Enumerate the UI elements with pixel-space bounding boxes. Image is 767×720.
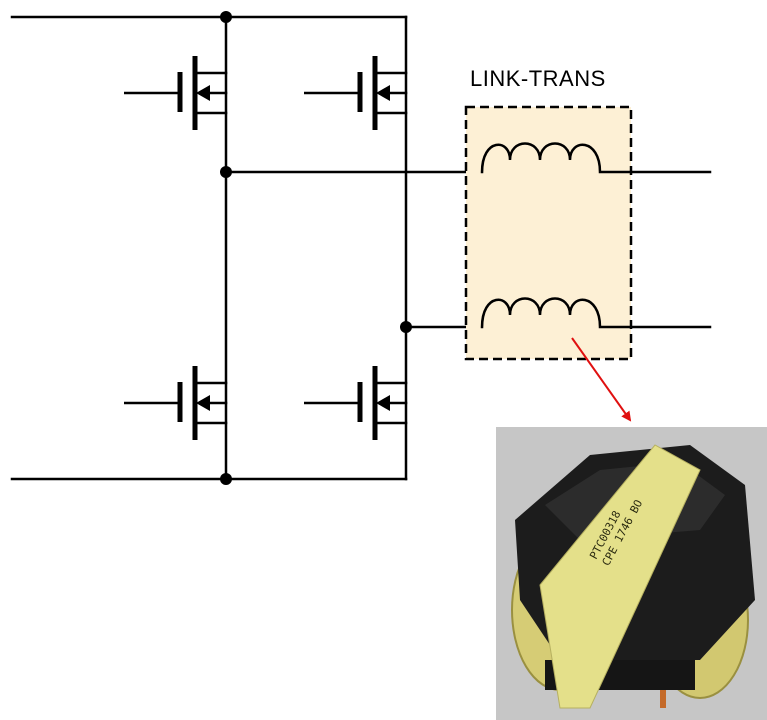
transformer-label: LINK-TRANS (470, 66, 606, 91)
junction-dot-top (220, 11, 232, 23)
winding-bottom (480, 297, 712, 329)
pointer-arrow (571, 337, 632, 422)
transformer-box (464, 105, 633, 361)
mosfet-top-left (124, 56, 228, 130)
mosfet-bottom-right (304, 366, 408, 440)
junction-dot-bottom (220, 473, 232, 485)
mosfet-top-right (304, 56, 408, 130)
mosfet-bottom-left (124, 366, 228, 440)
winding-top (480, 142, 712, 174)
transformer-photo: PTC00318 CPE 1746 BO (496, 427, 767, 720)
